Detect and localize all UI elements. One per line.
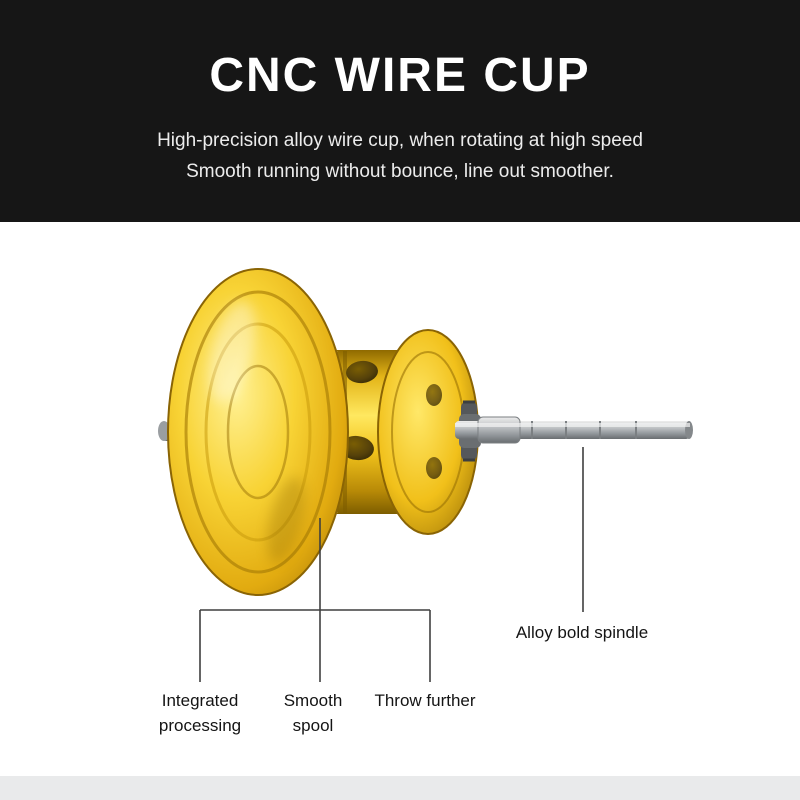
- spindle-rod: [455, 416, 693, 444]
- subtitle-line-2: Smooth running without bounce, line out …: [186, 161, 614, 182]
- label-alloy-bold-spindle: Alloy bold spindle: [482, 620, 682, 645]
- callout-lines: [199, 447, 584, 682]
- page-title: CNC WIRE CUP: [209, 49, 591, 102]
- spool-left-flange: [167, 268, 349, 596]
- label-throw-further: Throw further: [358, 688, 492, 713]
- spool-body: [256, 350, 430, 514]
- label-smooth-spool: Smooth spool: [263, 688, 363, 738]
- label-integrated-line-2: processing: [158, 716, 242, 735]
- pinion-gear: [459, 400, 481, 462]
- label-integrated-processing: Integrated processing: [145, 688, 255, 738]
- left-axle: [158, 421, 262, 441]
- spool-right-flange: [377, 329, 479, 535]
- subtitle-line-1: High-precision alloy wire cup, when rota…: [157, 130, 643, 151]
- header-banner: CNC WIRE CUP High-precision alloy wire c…: [0, 0, 800, 222]
- subtitle: High-precision alloy wire cup, when rota…: [0, 125, 800, 187]
- footer-strip: [0, 776, 800, 800]
- label-alloy-bold-spindle-text: Alloy bold spindle: [515, 623, 649, 642]
- label-throw-text: Throw further: [374, 691, 476, 710]
- label-smooth-line-2: spool: [292, 716, 334, 735]
- label-smooth-line-1: Smooth: [283, 691, 343, 710]
- label-integrated-line-1: Integrated: [161, 691, 239, 710]
